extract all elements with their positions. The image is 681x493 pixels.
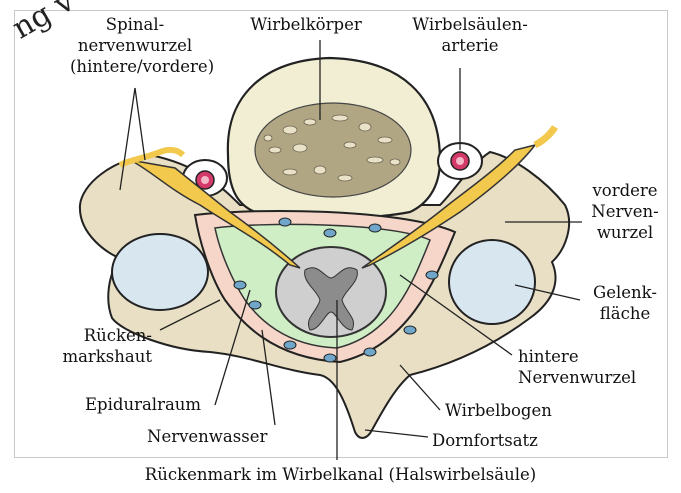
left-joint-surface [112,234,208,310]
label-vertebral-artery: Wirbelsäulen- arterie [395,14,545,56]
right-joint-surface [449,240,535,324]
label-joint-surface: Gelenk- fläche [575,282,675,324]
figure-caption: Rückenmark im Wirbelkanal (Halswirbelsäu… [0,464,681,485]
label-spinous-process: Dornfortsatz [432,430,538,451]
label-posterior-root: hintere Nervenwurzel [518,346,636,388]
label-dura: Rücken- markshaut [40,325,152,367]
label-vertebral-body: Wirbelkörper [236,14,376,35]
label-spinal-nerve-root: Spinal- nervenwurzel (hintere/vordere) [70,14,200,77]
label-csf: Nervenwasser [147,426,267,447]
label-epidural-space: Epiduralraum [85,394,201,415]
label-anterior-root: vordere Nerven- wurzel [575,180,675,243]
label-vertebral-arch: Wirbelbogen [445,400,552,421]
